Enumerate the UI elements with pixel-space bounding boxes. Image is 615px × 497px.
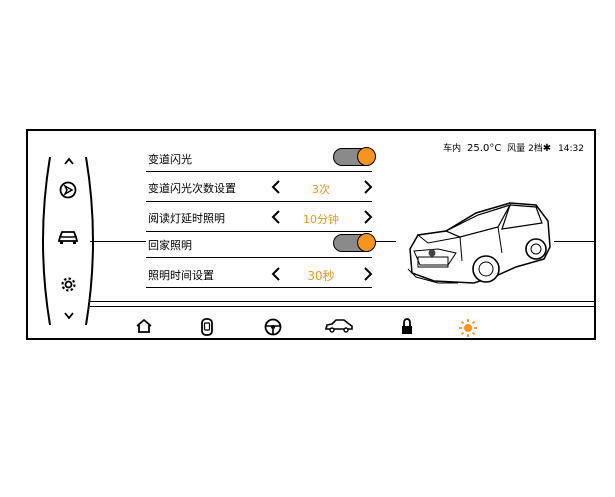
car-side-icon[interactable] xyxy=(324,318,354,334)
chevron-left-icon[interactable] xyxy=(270,266,282,282)
home-icon[interactable] xyxy=(135,318,153,334)
bottom-separator-bottom xyxy=(90,306,596,307)
chevron-left-icon[interactable] xyxy=(270,179,282,195)
car-top-view-icon[interactable] xyxy=(200,318,214,336)
chevron-right-icon[interactable] xyxy=(362,209,374,225)
row-divider xyxy=(146,257,372,258)
cabin-label: 车内 xyxy=(443,144,462,154)
car-connector-left-line xyxy=(372,241,396,242)
home-lighting-toggle[interactable] xyxy=(333,233,376,252)
clock-time: 14:32 xyxy=(558,144,584,154)
fan-level: 2档 xyxy=(528,144,543,154)
row-divider xyxy=(146,287,372,288)
status-bar: 车内 25.0°C 风量 2档✱ 14:32 xyxy=(443,141,584,154)
chevron-right-icon[interactable] xyxy=(362,266,374,282)
fan-label: 风量 xyxy=(507,144,526,154)
cabin-temperature: 25.0°C xyxy=(467,143,502,154)
nav-connector-line xyxy=(90,241,146,242)
flash-count-value: 3次 xyxy=(312,183,330,196)
lock-icon[interactable] xyxy=(400,318,414,336)
navigation-icon[interactable] xyxy=(59,181,77,199)
lane-flash-toggle[interactable] xyxy=(333,147,376,166)
row-divider xyxy=(146,231,372,232)
gear-icon[interactable] xyxy=(60,276,77,293)
chevron-up-icon[interactable] xyxy=(63,157,75,165)
toggle-knob xyxy=(357,233,376,252)
car-illustration xyxy=(407,202,551,284)
setting-label-lane-flash: 变道闪光 xyxy=(148,153,192,166)
car-connector-right-line xyxy=(554,241,596,242)
vehicle-settings-screen: 车内 25.0°C 风量 2档✱ 14:32 变道闪光 变道闪光次数设置 3次 xyxy=(26,129,596,340)
bluetooth-icon: ✱ xyxy=(542,143,552,154)
chevron-right-icon[interactable] xyxy=(362,179,374,195)
lighting-time-value: 30秒 xyxy=(307,269,335,283)
row-divider xyxy=(146,201,372,202)
setting-label-reading-light: 阅读灯延时照明 xyxy=(148,212,225,225)
setting-label-home-lighting: 回家照明 xyxy=(148,239,192,252)
toggle-knob xyxy=(357,147,376,166)
car-front-icon[interactable] xyxy=(57,229,79,245)
chevron-left-icon[interactable] xyxy=(270,209,282,225)
setting-label-lighting-time: 照明时间设置 xyxy=(148,269,214,282)
chevron-down-icon[interactable] xyxy=(63,311,75,319)
row-divider xyxy=(146,171,372,172)
steering-wheel-icon[interactable] xyxy=(264,318,282,336)
bottom-separator-top xyxy=(90,301,596,302)
setting-label-flash-count: 变道闪光次数设置 xyxy=(148,182,236,195)
sun-icon[interactable] xyxy=(458,318,478,338)
reading-light-value: 10分钟 xyxy=(303,213,339,226)
